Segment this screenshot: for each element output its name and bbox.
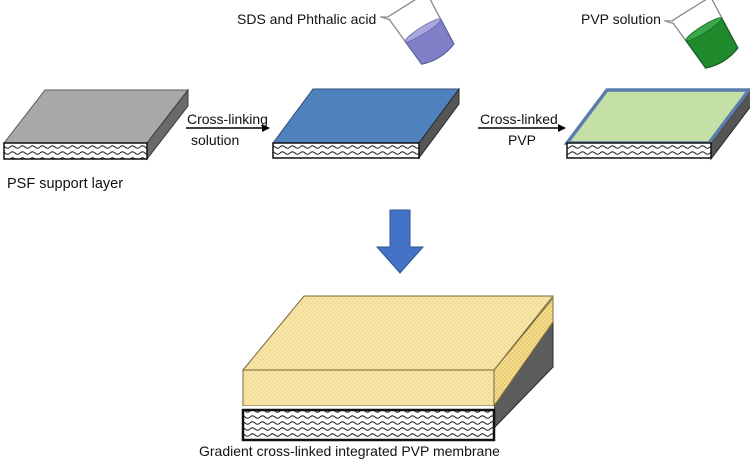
- beaker-sds-icon: [380, 0, 455, 65]
- cross-linking-label-line2: solution: [191, 132, 240, 148]
- down-arrow-icon: [375, 209, 425, 274]
- psf-support-slab: [2, 88, 190, 161]
- psf-slab-front: [3, 142, 148, 160]
- final-yellow-front: [242, 369, 495, 407]
- pvp-slab-front: [566, 142, 712, 159]
- cross-linked-label-line1: Cross-linked: [480, 111, 558, 127]
- beaker-pvp-icon: [664, 0, 739, 69]
- arrow-cross-linking: [186, 124, 270, 132]
- final-wave-front: [241, 408, 496, 442]
- final-membrane-label: Gradient cross-linked integrated PVP mem…: [199, 443, 500, 459]
- pvp-slab: [563, 88, 750, 161]
- cross-linking-label-line1: Cross-linking: [187, 111, 268, 127]
- pvp-solution-label: PVP solution: [581, 11, 661, 27]
- cross-linked-label-line2: PVP: [508, 132, 537, 148]
- cross-linked-slab-front: [272, 142, 420, 159]
- psf-support-label: PSF support layer: [7, 176, 124, 192]
- sds-phthalic-label: SDS and Phthalic acid: [237, 11, 377, 27]
- final-membrane-block: [241, 295, 555, 442]
- cross-linked-slab: [272, 87, 460, 160]
- arrow-cross-linked-pvp: [478, 124, 566, 132]
